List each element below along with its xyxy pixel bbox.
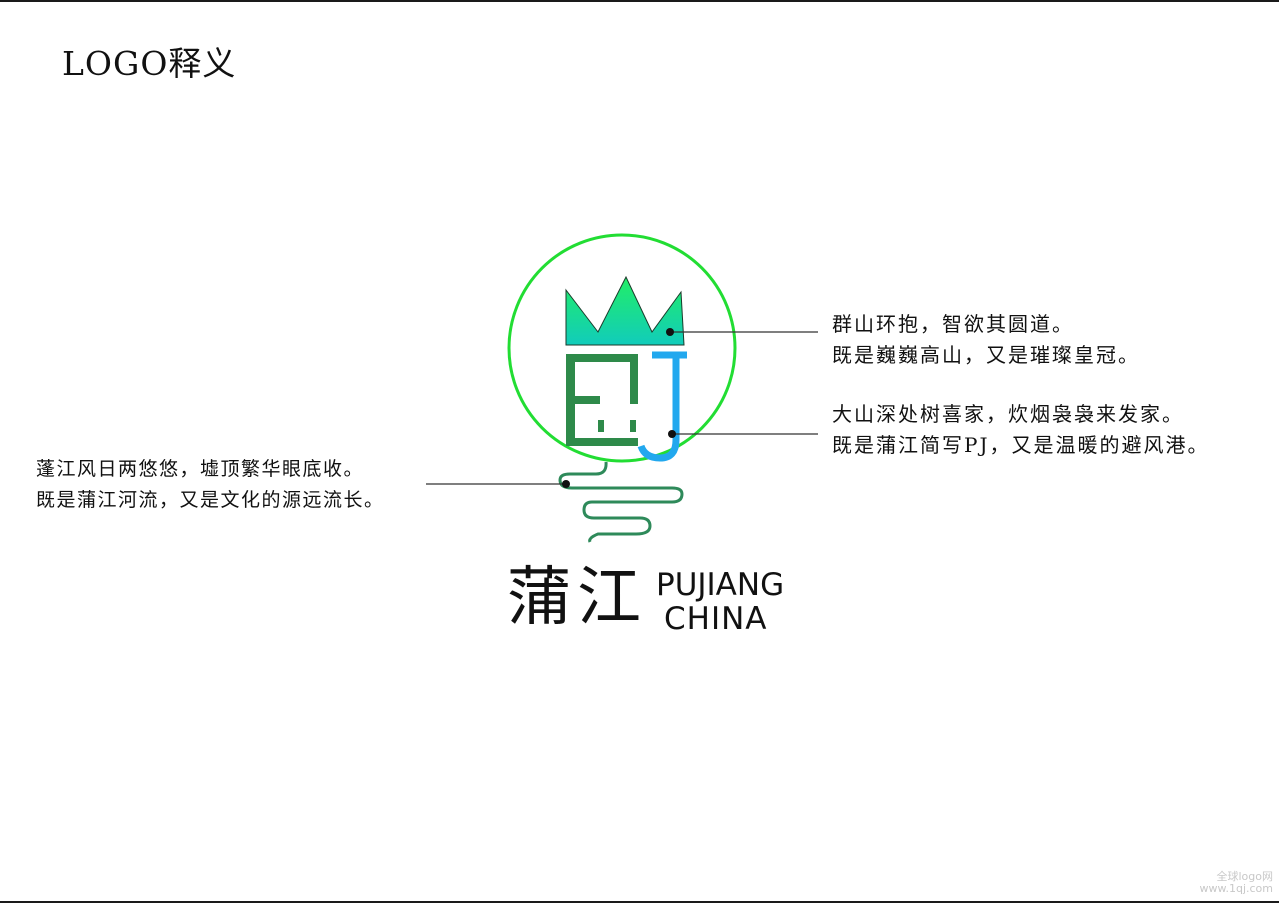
river-lines-icon [558, 461, 684, 543]
letter-j-icon [637, 351, 687, 462]
crown-mountain-icon [565, 275, 685, 346]
crown-annotation-line2: 既是巍巍高山，又是璀璨皇冠。 [832, 343, 1140, 367]
letter-p-icon [566, 354, 638, 446]
logo-circle [507, 233, 737, 463]
watermark-line2: www.1qj.com [1199, 882, 1273, 895]
page-title: LOGO释义 [62, 44, 237, 83]
crown-annotation: 群山环抱，智欲其圆道。 既是巍巍高山，又是璀璨皇冠。 [832, 309, 1140, 371]
brand-name-english: PUJIANG CHINA [656, 568, 784, 636]
brand-name-english-line1: PUJIANG [656, 567, 785, 603]
pj-annotation-line2: 既是蒲江简写PJ，又是温暖的避风港。 [832, 433, 1210, 457]
river-leader-dot [562, 480, 570, 488]
river-annotation-line2: 既是蒲江河流，又是文化的源远流长。 [36, 489, 385, 511]
river-annotation: 蓬江风日两悠悠，墟顶繁华眼底收。 既是蒲江河流，又是文化的源远流长。 [36, 454, 385, 516]
bottom-border [0, 901, 1279, 903]
watermark-line1: 全球logo网 [1216, 870, 1274, 883]
crown-leader-dot [666, 328, 674, 336]
pj-annotation: 大山深处树喜家，炊烟袅袅来发家。 既是蒲江简写PJ，又是温暖的避风港。 [832, 399, 1209, 461]
pj-leader-dot [668, 430, 676, 438]
watermark: 全球logo网 www.1qj.com [1199, 871, 1273, 895]
brand-name-chinese: 蒲江 [507, 561, 647, 635]
pj-annotation-line1: 大山深处树喜家，炊烟袅袅来发家。 [832, 402, 1184, 426]
brand-name-english-line2: CHINA [664, 601, 768, 637]
top-border [0, 0, 1279, 2]
crown-annotation-line1: 群山环抱，智欲其圆道。 [832, 312, 1074, 336]
river-annotation-line1: 蓬江风日两悠悠，墟顶繁华眼底收。 [36, 458, 365, 480]
